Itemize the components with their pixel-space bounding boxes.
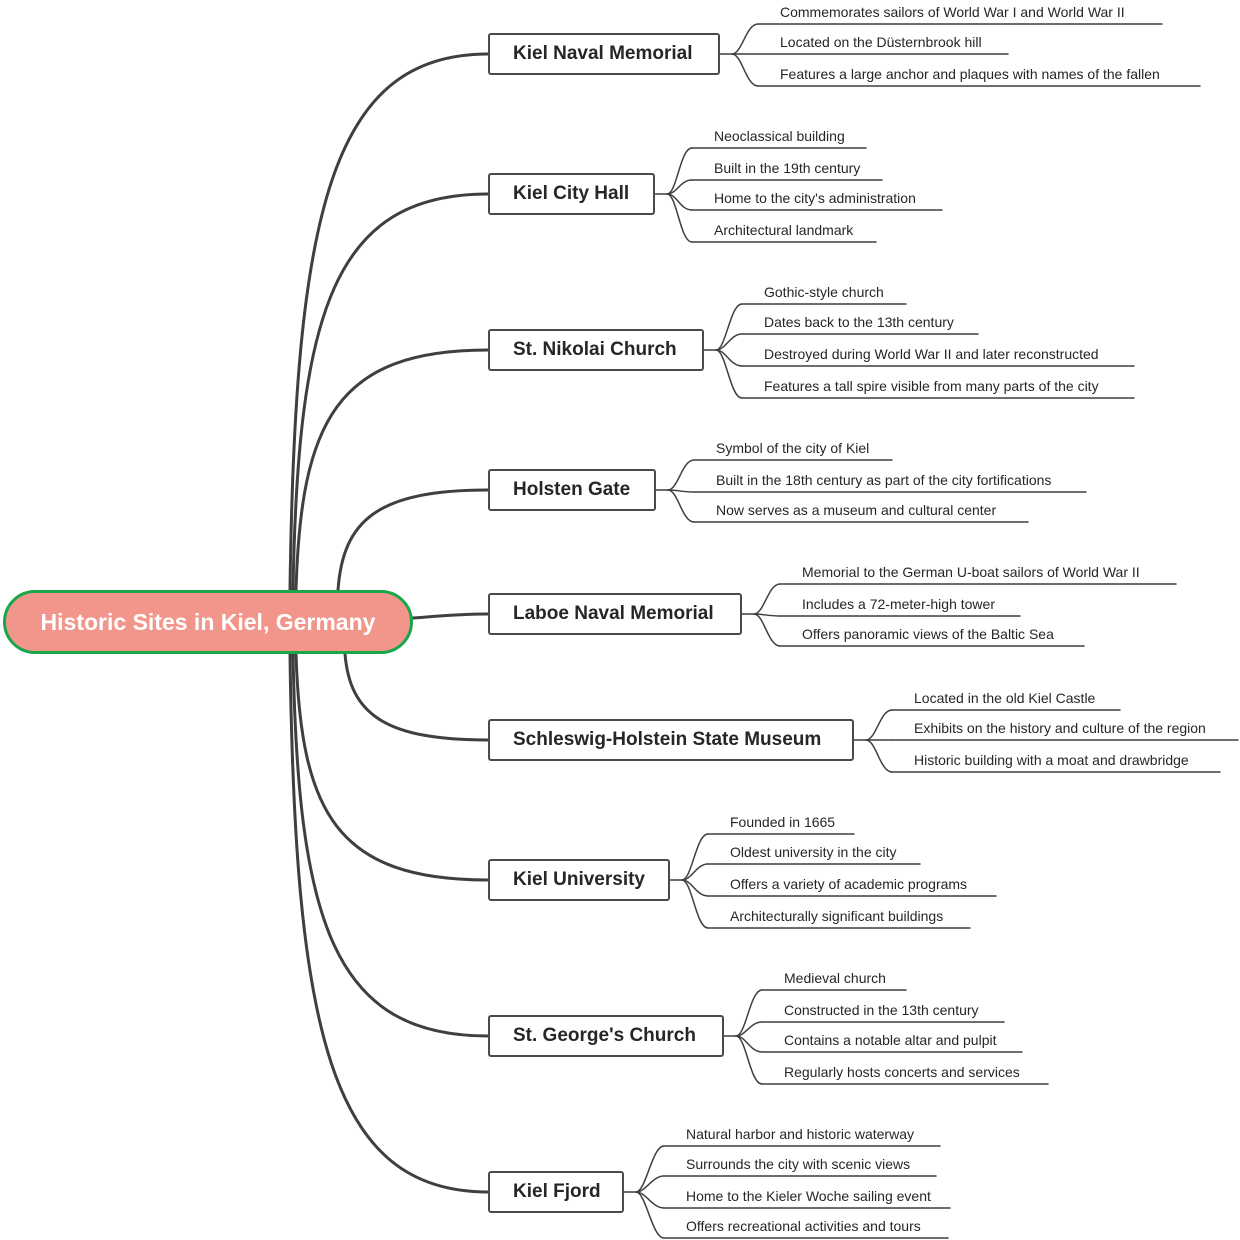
root-connector	[288, 52, 490, 592]
subtopic-label[interactable]: Dates back to the 13th century	[764, 314, 954, 330]
leaf-connector	[735, 989, 763, 1037]
leaf-connector	[715, 349, 743, 399]
root-connector	[294, 348, 490, 592]
subtopic-label[interactable]: Surrounds the city with scenic views	[686, 1156, 911, 1172]
subtopic-label[interactable]: Regularly hosts concerts and services	[784, 1064, 1020, 1080]
subtopic-label[interactable]: Architectural landmark	[714, 222, 854, 238]
subtopic-label[interactable]: Architecturally significant buildings	[730, 908, 944, 924]
root-connector	[291, 192, 490, 592]
leaf-connector	[865, 709, 893, 741]
subtopic-label[interactable]: Historic building with a moat and drawbr…	[914, 752, 1189, 768]
subtopic-label[interactable]: Features a large anchor and plaques with…	[780, 66, 1160, 82]
root-connector	[411, 612, 490, 620]
topic-node[interactable]: Kiel Fjord	[488, 1171, 624, 1213]
topic-node[interactable]: St. Nikolai Church	[488, 329, 704, 371]
subtopic-label[interactable]: Symbol of the city of Kiel	[716, 440, 870, 456]
subtopic-label[interactable]: Constructed in the 13th century	[784, 1002, 979, 1018]
leaf-connector	[735, 1035, 763, 1085]
leaf-connector	[666, 193, 693, 243]
leaf-connector	[635, 1145, 665, 1193]
root-connector	[294, 652, 490, 882]
leaf-connector	[681, 833, 709, 881]
subtopic-label[interactable]: Exhibits on the history and culture of t…	[914, 720, 1206, 736]
leaf-connector	[681, 863, 709, 881]
leaf-connector	[635, 1175, 665, 1193]
subtopic-label[interactable]: Oldest university in the city	[730, 844, 897, 860]
leaf-connector	[715, 303, 743, 351]
subtopic-label[interactable]: Memorial to the German U-boat sailors of…	[802, 564, 1140, 580]
subtopic-label[interactable]: Offers recreational activities and tours	[686, 1218, 921, 1234]
topic-node[interactable]: Kiel City Hall	[488, 173, 655, 215]
subtopic-label[interactable]: Founded in 1665	[730, 814, 836, 830]
subtopic-label[interactable]: Offers a variety of academic programs	[730, 876, 968, 892]
root-connector	[343, 652, 490, 742]
central-topic[interactable]: Historic Sites in Kiel, Germany	[3, 590, 413, 654]
subtopic-label[interactable]: Located in the old Kiel Castle	[914, 690, 1096, 706]
subtopic-label[interactable]: Neoclassical building	[714, 128, 845, 144]
subtopic-label[interactable]: Commemorates sailors of World War I and …	[780, 4, 1125, 20]
topic-node[interactable]: Kiel Naval Memorial	[488, 33, 720, 75]
leaf-connector	[667, 459, 695, 491]
subtopic-label[interactable]: Destroyed during World War II and later …	[764, 346, 1099, 362]
subtopic-label[interactable]: Now serves as a museum and cultural cent…	[716, 502, 997, 518]
subtopic-label[interactable]: Features a tall spire visible from many …	[764, 378, 1099, 394]
subtopic-label[interactable]: Built in the 18th century as part of the…	[716, 472, 1052, 488]
leaf-connector	[753, 583, 781, 615]
subtopic-label[interactable]: Gothic-style church	[764, 284, 884, 300]
leaf-connector	[753, 613, 781, 647]
leaf-connector	[666, 147, 693, 195]
leaf-connector	[635, 1191, 665, 1239]
root-connector	[288, 652, 490, 1194]
leaf-connector	[731, 23, 759, 55]
subtopic-label[interactable]: Medieval church	[784, 970, 886, 986]
subtopic-label[interactable]: Built in the 19th century	[714, 160, 861, 176]
root-connector	[336, 488, 490, 592]
subtopic-label[interactable]: Home to the city's administration	[714, 190, 916, 206]
topic-node[interactable]: Holsten Gate	[488, 469, 656, 511]
leaf-connector	[865, 739, 893, 773]
topic-node[interactable]: Laboe Naval Memorial	[488, 593, 742, 635]
leaf-connector	[715, 333, 743, 351]
leaf-connector	[731, 53, 759, 87]
subtopic-label[interactable]: Includes a 72-meter-high tower	[802, 596, 995, 612]
topic-node[interactable]: Schleswig-Holstein State Museum	[488, 719, 854, 761]
leaf-connector	[735, 1021, 763, 1037]
topic-node[interactable]: St. George's Church	[488, 1015, 724, 1057]
subtopic-label[interactable]: Offers panoramic views of the Baltic Sea	[802, 626, 1054, 642]
subtopic-label[interactable]: Natural harbor and historic waterway	[686, 1126, 914, 1142]
topic-node[interactable]: Kiel University	[488, 859, 670, 901]
subtopic-label[interactable]: Home to the Kieler Woche sailing event	[686, 1188, 931, 1204]
subtopic-label[interactable]: Contains a notable altar and pulpit	[784, 1032, 997, 1048]
leaf-connector	[681, 879, 709, 929]
subtopic-label[interactable]: Located on the Düsternbrook hill	[780, 34, 982, 50]
root-connector	[291, 652, 490, 1038]
leaf-connector	[667, 489, 695, 523]
